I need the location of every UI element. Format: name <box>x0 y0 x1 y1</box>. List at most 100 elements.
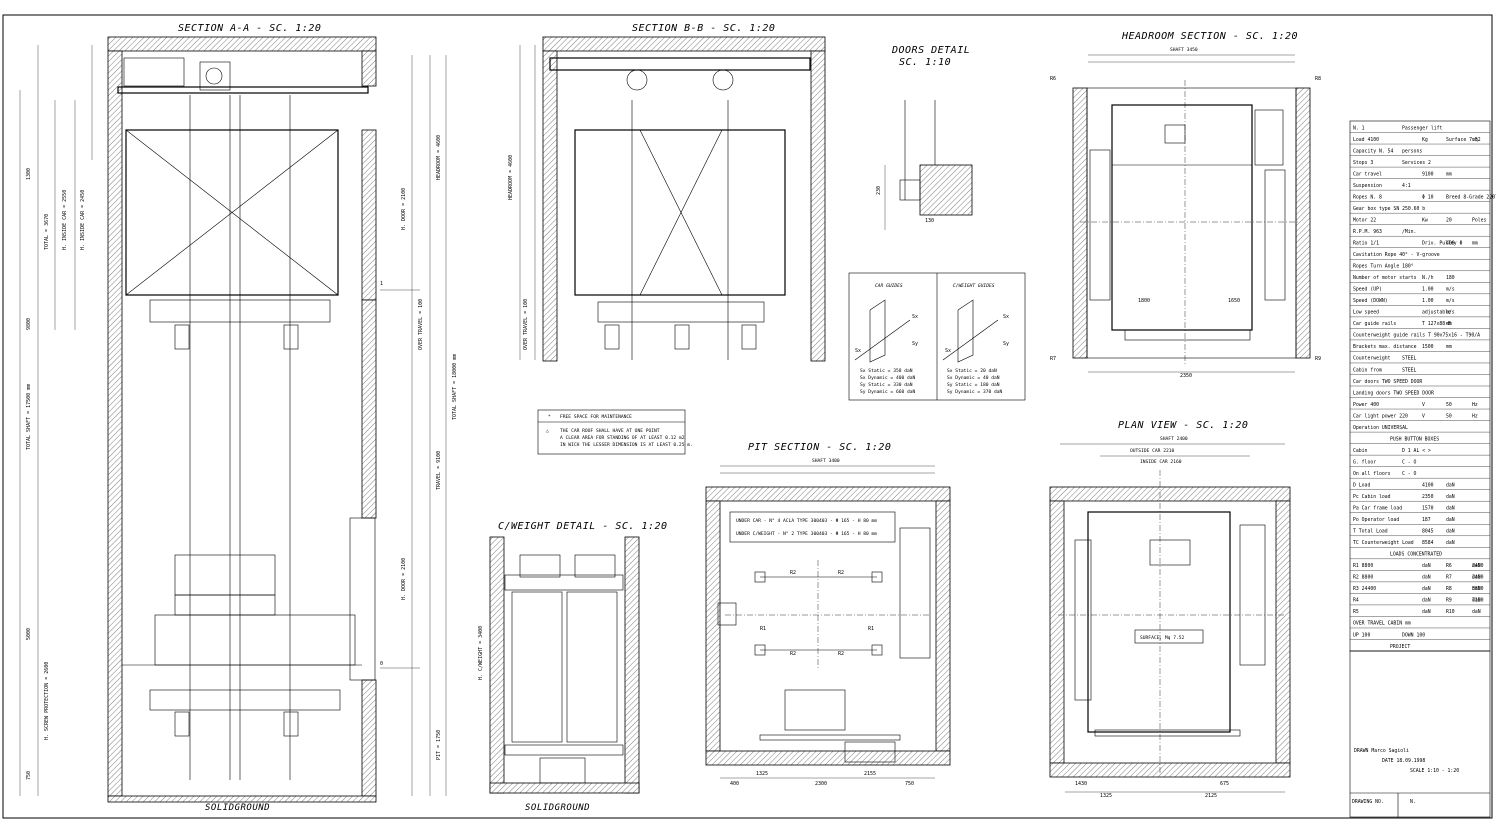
svg-text:Sx: Sx <box>855 348 861 354</box>
svg-text:2125: 2125 <box>1205 793 1217 799</box>
svg-text:Sy Dynamic = 660 daN: Sy Dynamic = 660 daN <box>860 389 916 395</box>
spec-cell: Counterweight guide rails T 90x75x16 - T… <box>1353 333 1480 339</box>
svg-text:SHAFT 2400: SHAFT 2400 <box>1160 436 1188 442</box>
section-bb: SECTION B-B - SC. 1:20 HEADROOM = 4600 O… <box>508 23 826 362</box>
spec-cell: mm <box>1472 242 1478 247</box>
spec-cell: Cavitation Rope 40° - V-groove <box>1353 252 1440 258</box>
svg-text:Sx Static = 358 daN: Sx Static = 358 daN <box>860 368 913 374</box>
ground-label-left: SOLIDGROUND <box>205 803 270 813</box>
spec-cell: TC Counterweight Load <box>1353 540 1414 546</box>
svg-text:INSIDE CAR 2160: INSIDE CAR 2160 <box>1140 459 1182 465</box>
spec-cell: Car travel <box>1353 171 1382 177</box>
spec-cell: Motor 22 <box>1353 217 1376 223</box>
svg-text:TOTAL SHAFT = 18000 mm: TOTAL SHAFT = 18000 mm <box>452 354 458 420</box>
spec-cell: Poles <box>1472 217 1487 223</box>
spec-cell: R.P.M. 963 <box>1353 229 1382 235</box>
spec-cell: Ratio 1/1 <box>1353 241 1379 247</box>
svg-text:N.: N. <box>1410 799 1416 805</box>
spec-cell: R10 <box>1446 609 1455 615</box>
spec-cell: daN <box>1446 482 1455 488</box>
svg-text:△: △ <box>546 429 549 434</box>
svg-text:PIT = 1750: PIT = 1750 <box>436 730 442 760</box>
spec-cell: 50 <box>1446 413 1452 419</box>
spec-cell: 400 <box>1446 241 1455 247</box>
spec-cell: R9 <box>1446 598 1452 604</box>
spec-cell: N. 1 <box>1353 125 1365 131</box>
spec-cell: mq. <box>1472 138 1481 143</box>
spec-cell: 1.00 <box>1422 298 1434 304</box>
spec-cell: daN <box>1446 506 1455 512</box>
spec-cell: G. floor <box>1353 459 1376 465</box>
spec-cell: Hz <box>1472 402 1478 408</box>
spec-cell: Stops 3 <box>1353 160 1373 166</box>
svg-text:130: 130 <box>925 218 934 224</box>
spec-cell: Number of motor starts <box>1353 275 1417 281</box>
spec-cell: OVER TRAVEL CABIN mm <box>1353 621 1411 627</box>
spec-cell: daN <box>1472 598 1481 604</box>
spec-cell: mm <box>1446 345 1452 350</box>
headroom-section: HEADROOM SECTION - SC. 1:20 SHAFT 3450 R… <box>1050 31 1321 379</box>
spec-cell: Counterweight <box>1353 356 1391 362</box>
svg-text:UNDER CAR - N° 4 ACLA TYPE 300: UNDER CAR - N° 4 ACLA TYPE 300403 - Φ 16… <box>736 518 877 524</box>
svg-text:R7: R7 <box>1050 356 1056 362</box>
svg-text:R2: R2 <box>838 651 844 657</box>
svg-text:R9: R9 <box>1315 356 1321 362</box>
spec-cell: T Total Load <box>1353 529 1388 535</box>
spec-cell: persons <box>1402 149 1422 154</box>
svg-text:*: * <box>548 414 551 420</box>
spec-cell: m/s <box>1446 298 1455 304</box>
svg-text:DRAWING NO.: DRAWING NO. <box>1352 799 1384 805</box>
spec-cell: STEEL <box>1402 356 1417 362</box>
svg-text:R8: R8 <box>1315 76 1321 82</box>
spec-cell: Speed (DOWN) <box>1353 298 1388 304</box>
svg-text:SURFACE, Mq 7.52: SURFACE, Mq 7.52 <box>1140 635 1184 641</box>
title-block: DRAWN Marco Sagioli DATE 18.09.1998 SCAL… <box>1349 650 1491 818</box>
section-aa-title: SECTION A-A - SC. 1:20 <box>178 23 321 34</box>
sheet-border <box>2 14 1493 819</box>
svg-text:IN WICH THE LESSER DIMENSION I: IN WICH THE LESSER DIMENSION IS AT LEAST… <box>560 442 693 448</box>
plan-view: PLAN VIEW - SC. 1:20 SHAFT 2400 OUTSIDE … <box>1049 420 1291 799</box>
svg-text:SHAFT 3400: SHAFT 3400 <box>812 458 840 464</box>
spec-cell: 8045 <box>1422 529 1434 535</box>
spec-cell: 1.00 <box>1422 287 1434 293</box>
guides-panel: CAR GUIDES C/WEIGHT GUIDES Sx Sy Sx Sx S… <box>848 272 1026 401</box>
spec-cell: Landing doors TWO SPEED DOOR <box>1353 390 1434 396</box>
svg-text:R1: R1 <box>868 626 874 632</box>
svg-text:A CLEAR AREA FOR STANDING OF A: A CLEAR AREA FOR STANDING OF AT LEAST 0.… <box>560 435 685 441</box>
spec-cell: Gear box type SN 250.60 b <box>1353 206 1425 212</box>
spec-cell: Car doors TWO SPEED DOOR <box>1353 379 1422 385</box>
spec-cell: V <box>1422 402 1425 408</box>
spec-cell: 9100 <box>1422 171 1434 177</box>
svg-text:400: 400 <box>730 781 739 787</box>
spec-cell: Services 2 <box>1402 160 1431 166</box>
spec-cell: 180 <box>1446 275 1455 281</box>
svg-text:1430: 1430 <box>1075 781 1087 787</box>
svg-text:Sx Static = 20 daN: Sx Static = 20 daN <box>947 368 997 374</box>
svg-text:OVER TRAVEL = 100: OVER TRAVEL = 100 <box>523 299 529 350</box>
svg-text:OUTSIDE CAR 2210: OUTSIDE CAR 2210 <box>1130 448 1174 454</box>
svg-text:SHAFT 3450: SHAFT 3450 <box>1170 47 1198 53</box>
spec-cell: 1570 <box>1422 506 1434 512</box>
svg-text:750: 750 <box>26 771 32 780</box>
svg-text:1650: 1650 <box>1228 298 1240 304</box>
svg-text:HEADROOM = 4600: HEADROOM = 4600 <box>436 135 442 180</box>
spec-cell: daN <box>1446 540 1455 546</box>
spec-cell: T 127x88-B <box>1422 321 1451 327</box>
svg-text:2350: 2350 <box>1180 373 1192 379</box>
spec-cell: m/s <box>1446 310 1455 316</box>
spec-cell: UP 100 <box>1353 632 1370 638</box>
spec-cell: mm <box>1446 172 1452 177</box>
spec-cell: Kw <box>1422 217 1428 223</box>
svg-text:Sy Static = 180 daN: Sy Static = 180 daN <box>947 382 1000 388</box>
svg-text:1325: 1325 <box>756 771 768 777</box>
svg-text:HEADROOM = 4600: HEADROOM = 4600 <box>508 155 514 200</box>
svg-text:1: 1 <box>380 281 383 287</box>
svg-text:SCALE 1:10 - 1:20: SCALE 1:10 - 1:20 <box>1410 768 1459 774</box>
spec-cell: R6 <box>1446 563 1452 569</box>
spec-cell: daN <box>1422 609 1431 615</box>
svg-text:R1: R1 <box>760 626 766 632</box>
spec-cell: /Min. <box>1402 229 1416 235</box>
svg-text:R2: R2 <box>838 570 844 576</box>
spec-cell: Pa Car frame load <box>1353 506 1402 512</box>
spec-cell: R3 24400 <box>1353 586 1376 592</box>
